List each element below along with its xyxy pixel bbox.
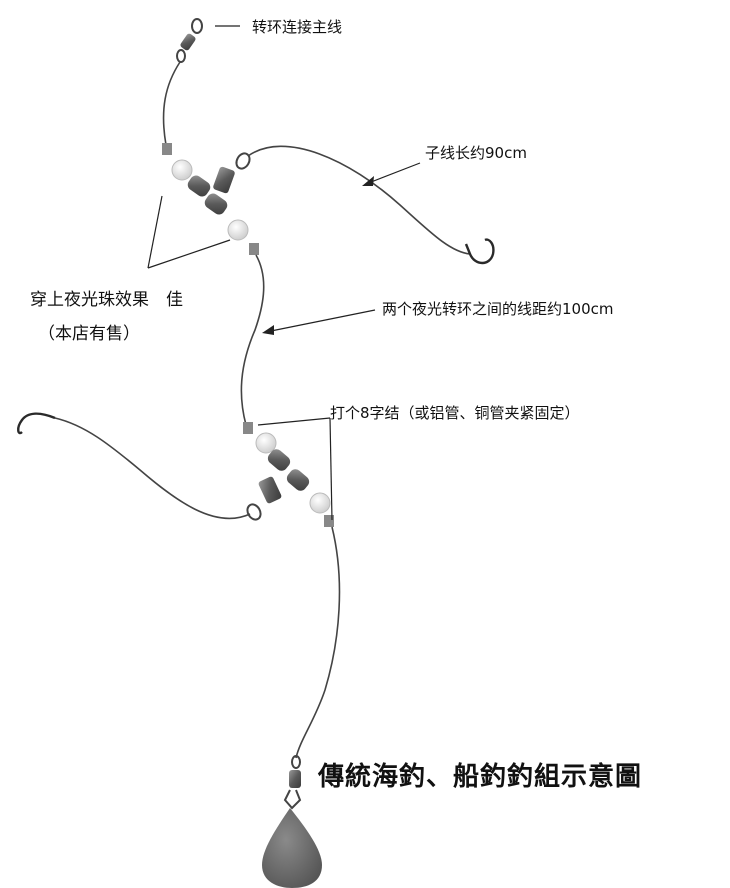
- swivel-body: [187, 175, 211, 197]
- bottom-snap-swivel-icon: [283, 755, 302, 810]
- upper-glow-swivel-assembly: [162, 143, 259, 255]
- main-line-upper: [162, 61, 181, 146]
- label-glow-beads-sold: （本店有售）: [38, 324, 140, 344]
- top-swivel-icon: [176, 18, 203, 63]
- branch-swivel: [258, 476, 282, 504]
- lower-branch-line: [54, 417, 251, 520]
- arrow-icon: [262, 309, 376, 335]
- label-figure8-knot: 打个8字结（或铝管、铜管夹紧固定）: [330, 404, 580, 422]
- crimp-sleeve: [243, 422, 253, 434]
- callout-leader: [257, 417, 333, 521]
- diagram-title: 傳統海釣、船釣釣組示意圖: [318, 762, 643, 792]
- label-glow-beads: 穿上夜光珠效果 佳: [30, 290, 183, 310]
- main-line-lower: [295, 526, 341, 759]
- crimp-sleeve: [162, 143, 172, 155]
- swivel-body: [267, 449, 291, 471]
- lower-hook-icon: [17, 412, 56, 435]
- upper-branch-line: [247, 145, 471, 255]
- upper-hook-icon: [464, 238, 495, 265]
- glow-bead: [255, 432, 277, 454]
- crimp-sleeve: [324, 515, 334, 527]
- glow-bead: [227, 219, 249, 241]
- label-swivel-distance: 两个夜光转环之间的线距约100cm: [382, 300, 614, 318]
- arrow-icon: [362, 162, 421, 186]
- glow-bead: [171, 159, 193, 181]
- label-swivel-main-line: 转环连接主线: [252, 18, 343, 36]
- callout-leader: [147, 195, 231, 269]
- main-line-middle: [240, 254, 265, 426]
- sinker-icon: [262, 808, 322, 888]
- label-branch-length: 子线长约90cm: [425, 144, 527, 162]
- crimp-sleeve: [249, 243, 259, 255]
- swivel-body: [204, 193, 228, 215]
- glow-bead: [309, 492, 331, 514]
- swivel-body: [286, 469, 310, 491]
- branch-swivel: [213, 166, 235, 194]
- lower-glow-swivel-assembly: [243, 422, 334, 527]
